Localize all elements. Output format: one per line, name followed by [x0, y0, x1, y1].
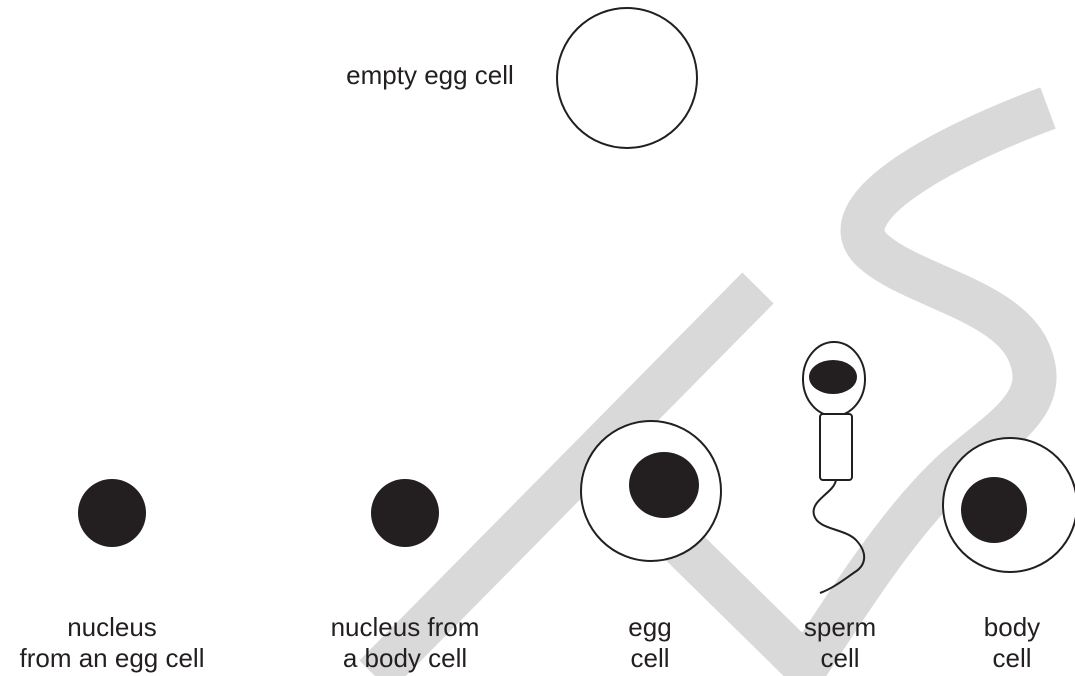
label-sperm-cell-line2: cell — [785, 641, 895, 675]
nucleus-egg-shape — [78, 479, 146, 547]
label-egg-cell-line2: cell — [600, 641, 700, 675]
label-nucleus-body-line2: a body cell — [300, 641, 510, 675]
label-nucleus-egg-line2: from an egg cell — [2, 641, 222, 675]
body-cell-nucleus — [961, 477, 1027, 543]
watermark-ls — [375, 108, 1048, 676]
label-egg-cell-line1: egg — [600, 610, 700, 644]
nucleus-body-shape — [371, 479, 439, 547]
sperm-nucleus — [809, 360, 857, 394]
label-nucleus-body-line1: nucleus from — [300, 610, 510, 644]
label-nucleus-egg-line1: nucleus — [2, 610, 222, 644]
label-sperm-cell-line1: sperm — [785, 610, 895, 644]
sperm-midpiece — [820, 414, 852, 480]
label-empty-egg-cell: empty egg cell — [325, 58, 535, 92]
label-body-cell-line2: cell — [962, 641, 1062, 675]
empty-egg-cell-shape — [557, 8, 697, 148]
egg-cell-nucleus — [629, 452, 699, 518]
label-body-cell-line1: body — [962, 610, 1062, 644]
